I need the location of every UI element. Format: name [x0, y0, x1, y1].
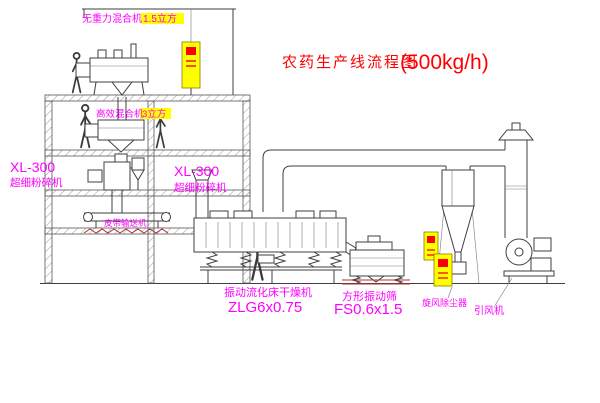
mixer-body — [89, 57, 149, 83]
mill-inlet — [114, 153, 128, 163]
mixer2-label: 高效混合机 — [96, 108, 144, 120]
control-panel-box — [433, 253, 453, 287]
highlight-mixer2-spec — [140, 108, 171, 119]
mill-collector-cone — [131, 169, 145, 181]
dryer-hood — [209, 210, 229, 219]
conveyor-label: 皮带输送机 — [104, 218, 147, 228]
exhaust-duct — [262, 149, 505, 212]
cyclone-body — [441, 169, 475, 207]
sieve-inlet-stub — [367, 235, 381, 243]
mill-collector-body — [131, 157, 145, 171]
highlight-mixer1-spec — [141, 13, 184, 24]
panel-indicator — [186, 47, 196, 55]
fan-label-leader — [493, 277, 513, 308]
mixer1-label: 无重力混合机 — [82, 12, 142, 25]
fan-hub — [514, 247, 524, 257]
belt-conveyor — [83, 212, 171, 228]
dryer-hood — [295, 210, 315, 219]
dryer-spring — [307, 251, 321, 268]
mixer2-discharge-cone — [106, 139, 136, 153]
floor-slab-2 — [44, 149, 251, 157]
dryer-panel-lines — [205, 222, 339, 248]
cyclone-cone — [441, 205, 475, 253]
panel-indicator — [438, 259, 448, 267]
belt-pulley — [161, 212, 171, 222]
building-structure — [44, 8, 251, 284]
mixer-discharge-cone — [110, 81, 134, 96]
labels: 无重力混合机 1.5立方 农药生产线流程图 (500kg/h) 高效混合机 3立… — [10, 12, 504, 318]
stack-cap-top — [511, 122, 521, 131]
belt-pulley — [83, 212, 93, 222]
fluid-bed-dryer — [193, 210, 357, 283]
stack-cap — [497, 129, 535, 141]
dryer-spring — [329, 251, 343, 268]
sieve-body — [349, 249, 405, 277]
mill-left-label: 超细粉碎机 — [10, 176, 63, 189]
mill-motor — [87, 169, 103, 183]
gravity-free-mixer — [75, 43, 149, 120]
panel-indicator — [427, 236, 435, 243]
floor-slab-1 — [44, 94, 251, 102]
sieve-label: 方形振动筛 — [342, 289, 397, 303]
dryer-feed — [191, 169, 213, 218]
mixer1-spec: 1.5立方 — [143, 12, 177, 25]
duct-outer-line — [262, 149, 505, 212]
mixer-motor — [75, 62, 91, 78]
cyclone-label: 旋风除尘器 — [422, 297, 467, 308]
floor-slab-3 — [44, 189, 251, 197]
control-panels-right — [423, 231, 453, 287]
control-panel-top — [181, 41, 201, 95]
fan-base — [503, 270, 555, 277]
mixer2-motor — [84, 123, 99, 138]
sieve-model: FS0.6x1.5 — [334, 301, 402, 318]
exhaust-stack — [497, 122, 535, 238]
mixer-leg — [141, 81, 145, 96]
mixer2-body — [97, 119, 145, 141]
dryer-spring — [205, 251, 219, 268]
sieve-cover — [355, 241, 393, 251]
fan-outlet — [530, 257, 552, 272]
mill-left-model: XL-300 — [10, 159, 55, 175]
mill-body — [103, 161, 131, 191]
fan-housing — [505, 238, 533, 266]
dryer-spring — [239, 251, 253, 268]
induced-draft-fan — [503, 237, 555, 283]
vibration-motor — [257, 254, 275, 264]
dryer-label: 振动流化床干燥机 — [224, 285, 312, 299]
cyclone-label-leader — [447, 286, 453, 299]
dryer-hood — [233, 210, 253, 219]
mixer-vent-stub — [130, 43, 137, 59]
mixer2-spec: 3立方 — [142, 108, 166, 120]
superfine-mill — [87, 153, 145, 213]
mixer-inlet-stub — [113, 49, 123, 59]
dryer-hood — [319, 210, 337, 219]
square-vibrating-sieve — [342, 235, 410, 285]
fan-label: 引风机 — [474, 304, 504, 317]
fan-motor — [533, 237, 552, 252]
sieve-discharge-cone — [366, 275, 386, 283]
mill-right-label: 超细粉碎机 — [174, 181, 227, 194]
high-efficiency-mixer — [84, 119, 145, 153]
mixer-leg — [93, 81, 97, 96]
dryer-model: ZLG6x0.75 — [228, 299, 302, 316]
mixer-inlet-stub — [97, 49, 107, 59]
drawing-capacity: (500kg/h) — [400, 51, 489, 74]
dryer-spring — [273, 251, 287, 268]
cyclone-leg — [471, 207, 480, 284]
mill-right-model: XL-300 — [174, 163, 219, 179]
duct-inner-line — [282, 165, 446, 212]
dryer-body — [193, 217, 347, 253]
drawing-title: 农药生产线流程图 — [282, 54, 418, 71]
conveyor-base-hatch — [83, 228, 169, 234]
